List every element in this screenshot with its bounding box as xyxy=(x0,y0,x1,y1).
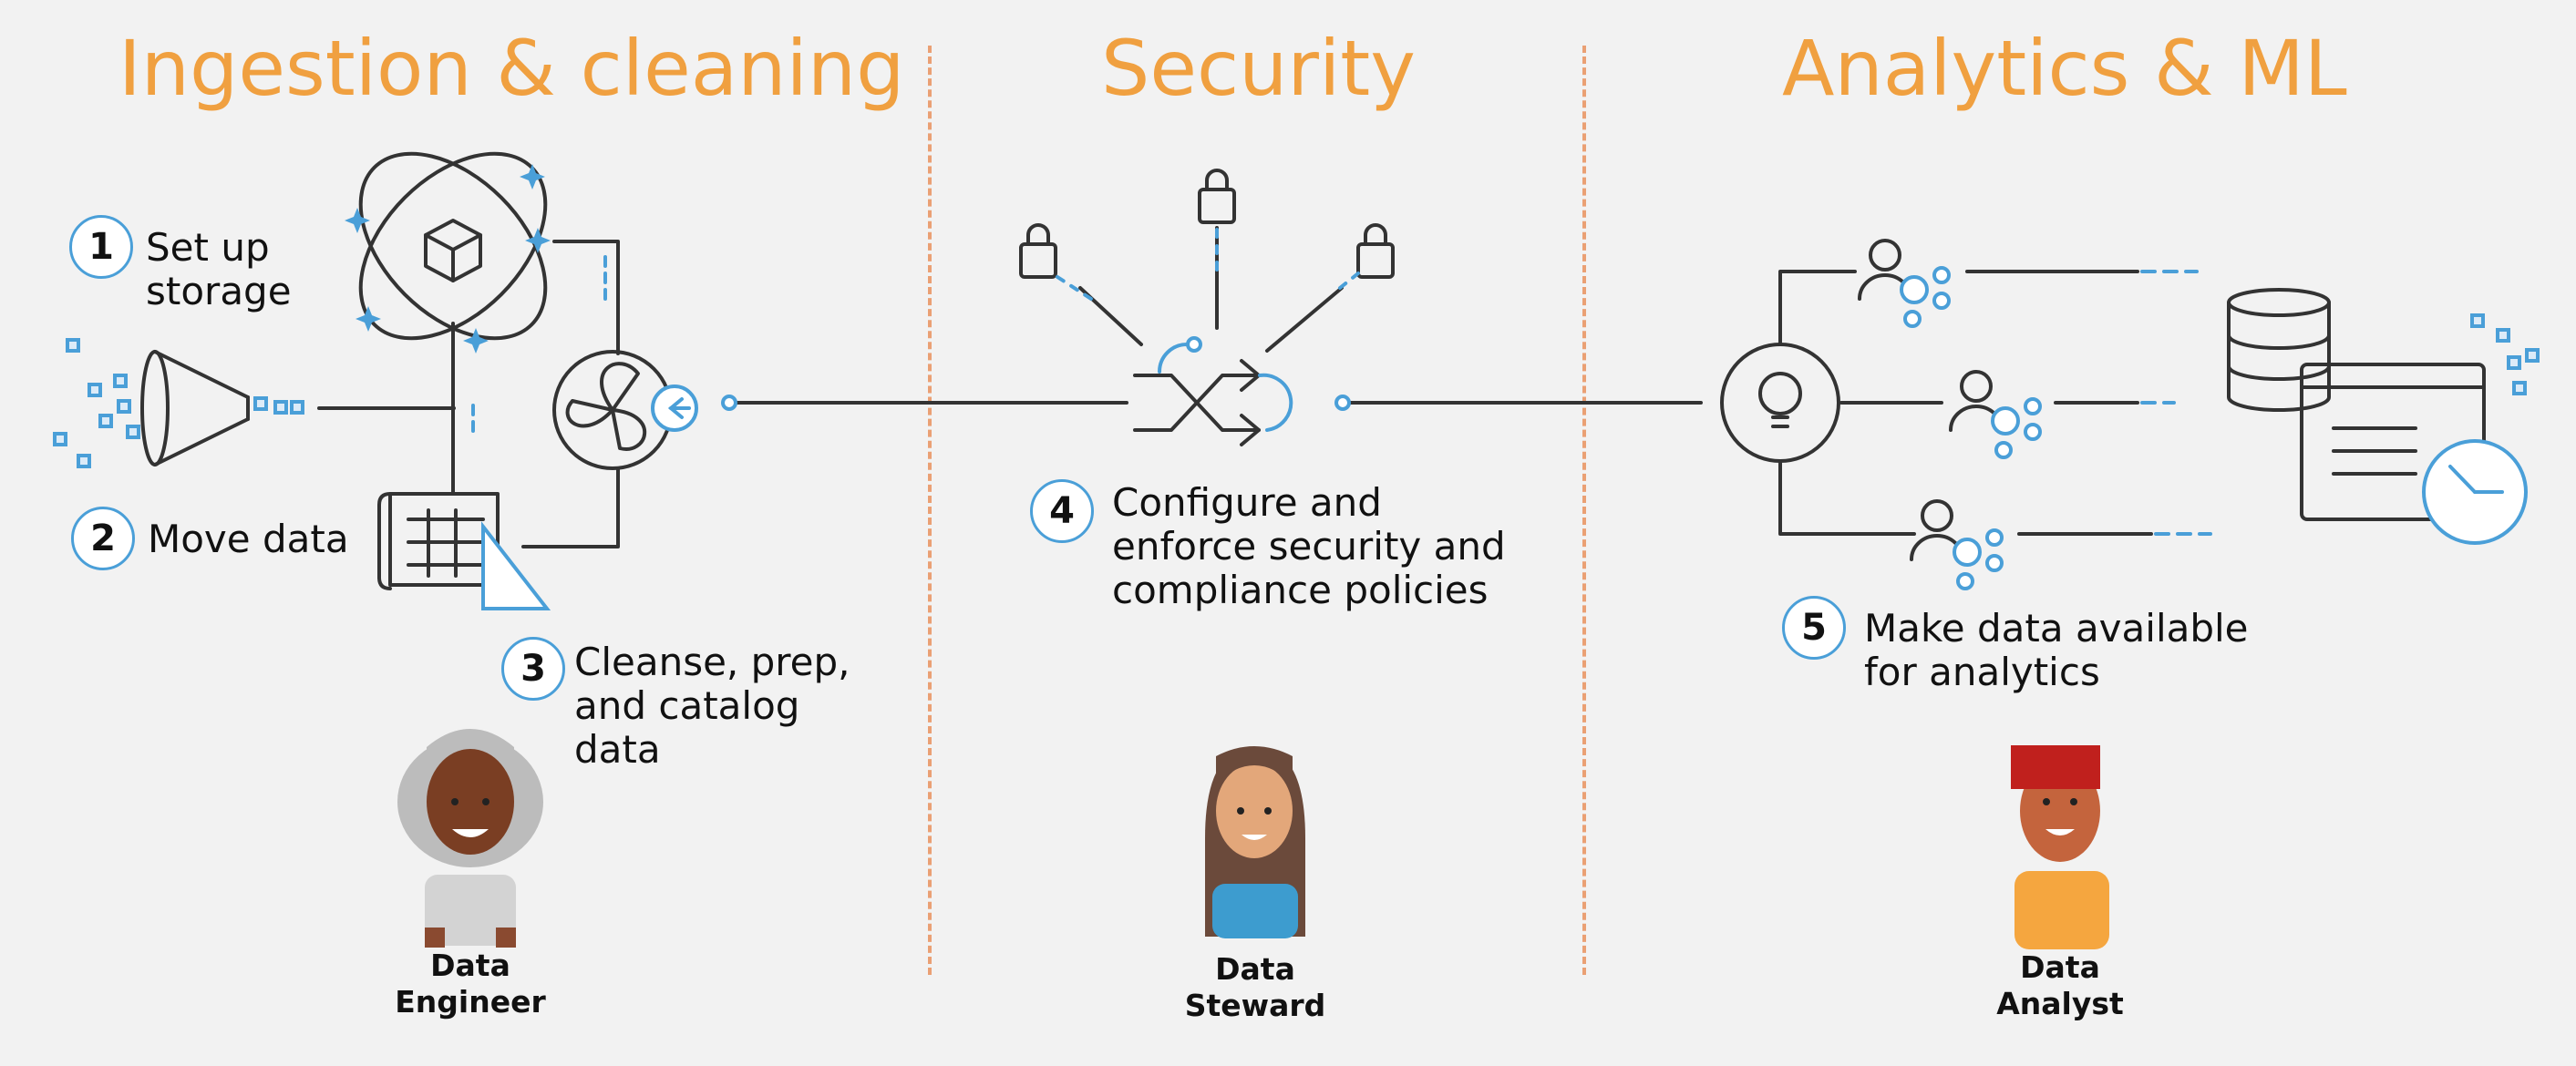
role-line-1: Data xyxy=(2020,949,2100,985)
step-2-badge: 2 xyxy=(71,507,135,570)
funnel-icon xyxy=(140,350,250,466)
step-1-badge: 1 xyxy=(69,215,133,279)
section-heading-analytics: Analytics & ML xyxy=(1782,24,2347,113)
role-line-1: Data xyxy=(1215,951,1295,987)
section-heading-security: Security xyxy=(1101,24,1416,113)
step-5-badge: 5 xyxy=(1782,596,1846,660)
role-label-data-steward: Data Steward xyxy=(1155,951,1355,1024)
step-1-text: Set up storage xyxy=(146,225,292,313)
step-3-text: Cleanse, prep, and catalog data xyxy=(574,640,850,772)
section-heading-ingestion: Ingestion & cleaning xyxy=(118,24,905,113)
role-label-data-engineer: Data Engineer xyxy=(370,948,571,1020)
lightbulb-icon xyxy=(1720,343,1840,463)
section-divider-right xyxy=(1582,46,1586,975)
step-4-text: Configure and enforce security and compl… xyxy=(1112,480,1506,612)
shuffle-icon xyxy=(1133,359,1261,446)
role-line-2: Analyst xyxy=(1996,986,2124,1021)
role-line-1: Data xyxy=(430,948,510,983)
step-4-badge: 4 xyxy=(1030,479,1094,543)
section-divider-left xyxy=(928,46,932,975)
avatar-data-engineer xyxy=(397,729,543,948)
avatar-data-steward xyxy=(1205,746,1305,938)
database-icon xyxy=(2227,288,2331,412)
role-line-2: Steward xyxy=(1184,988,1326,1023)
role-label-data-analyst: Data Analyst xyxy=(1960,949,2160,1022)
sparkle-icon xyxy=(520,164,545,190)
calendar-icon xyxy=(2300,363,2486,521)
step-5-text: Make data available for analytics xyxy=(1864,606,2249,694)
role-line-2: Engineer xyxy=(395,984,546,1020)
step-2-text: Move data xyxy=(148,517,349,561)
avatar-data-analyst xyxy=(2011,745,2109,949)
step-3-badge: 3 xyxy=(501,637,565,701)
